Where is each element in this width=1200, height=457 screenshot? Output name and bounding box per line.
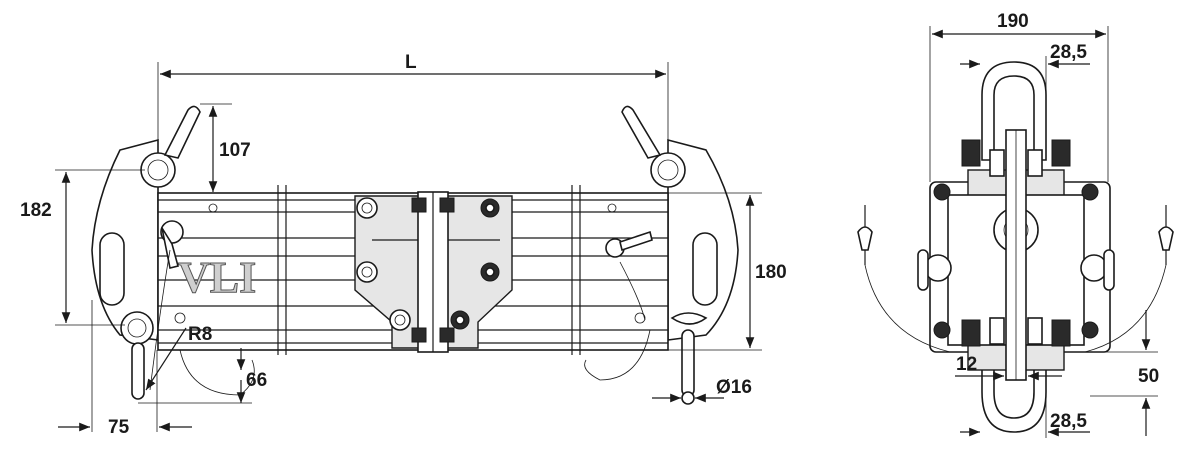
dimension-pin-offset: 66 <box>138 348 267 404</box>
dim-pin-offset: 66 <box>246 370 267 391</box>
left-slot <box>99 232 125 306</box>
dim-radius: R8 <box>188 324 212 345</box>
top-lifting-rings <box>140 105 686 188</box>
right-slot <box>692 232 718 306</box>
dimension-pin-diameter: Ø16 <box>652 377 752 403</box>
dimension-bottom-offset: 28,5 <box>960 395 1090 438</box>
dim-drop: 50 <box>1138 366 1159 387</box>
dim-length-label: L <box>405 52 417 73</box>
dim-top-offset: 28,5 <box>1050 42 1087 63</box>
side-nuts <box>933 139 1099 347</box>
dim-body-height: 180 <box>755 262 787 283</box>
dim-overall-height: 182 <box>20 200 52 221</box>
dimension-top-offset: 28,5 <box>960 42 1090 95</box>
logo-watermark: VLI <box>178 253 256 302</box>
dim-pin-diameter: Ø16 <box>716 377 752 398</box>
dim-bottom-offset: 28,5 <box>1050 411 1087 432</box>
dim-end-offset: 75 <box>108 417 130 438</box>
dimension-drop: 50 <box>1090 310 1159 436</box>
break-lines <box>277 185 581 355</box>
dim-gap: 12 <box>956 354 977 375</box>
dimension-width: 190 <box>929 11 1109 182</box>
side-view: 190 28,5 12 28,5 50 <box>857 11 1174 438</box>
bottom-pins <box>120 311 708 405</box>
dimension-arm-height: 107 <box>200 103 251 192</box>
safety-pins <box>149 220 653 396</box>
dim-width: 190 <box>997 11 1029 32</box>
dimension-length: L <box>157 52 669 140</box>
side-safety-cables <box>857 205 1174 353</box>
dimension-gap: 12 <box>955 354 1062 381</box>
dim-arm-height: 107 <box>219 140 251 161</box>
bolts <box>174 197 646 343</box>
dimension-body-height: 180 <box>668 192 787 351</box>
dimension-radius: R8 <box>145 324 212 391</box>
dimension-end-offset: 75 <box>58 300 192 438</box>
dimension-overall-height: 182 <box>20 169 145 326</box>
front-view: VLI <box>20 52 787 438</box>
side-rings <box>917 249 1115 291</box>
